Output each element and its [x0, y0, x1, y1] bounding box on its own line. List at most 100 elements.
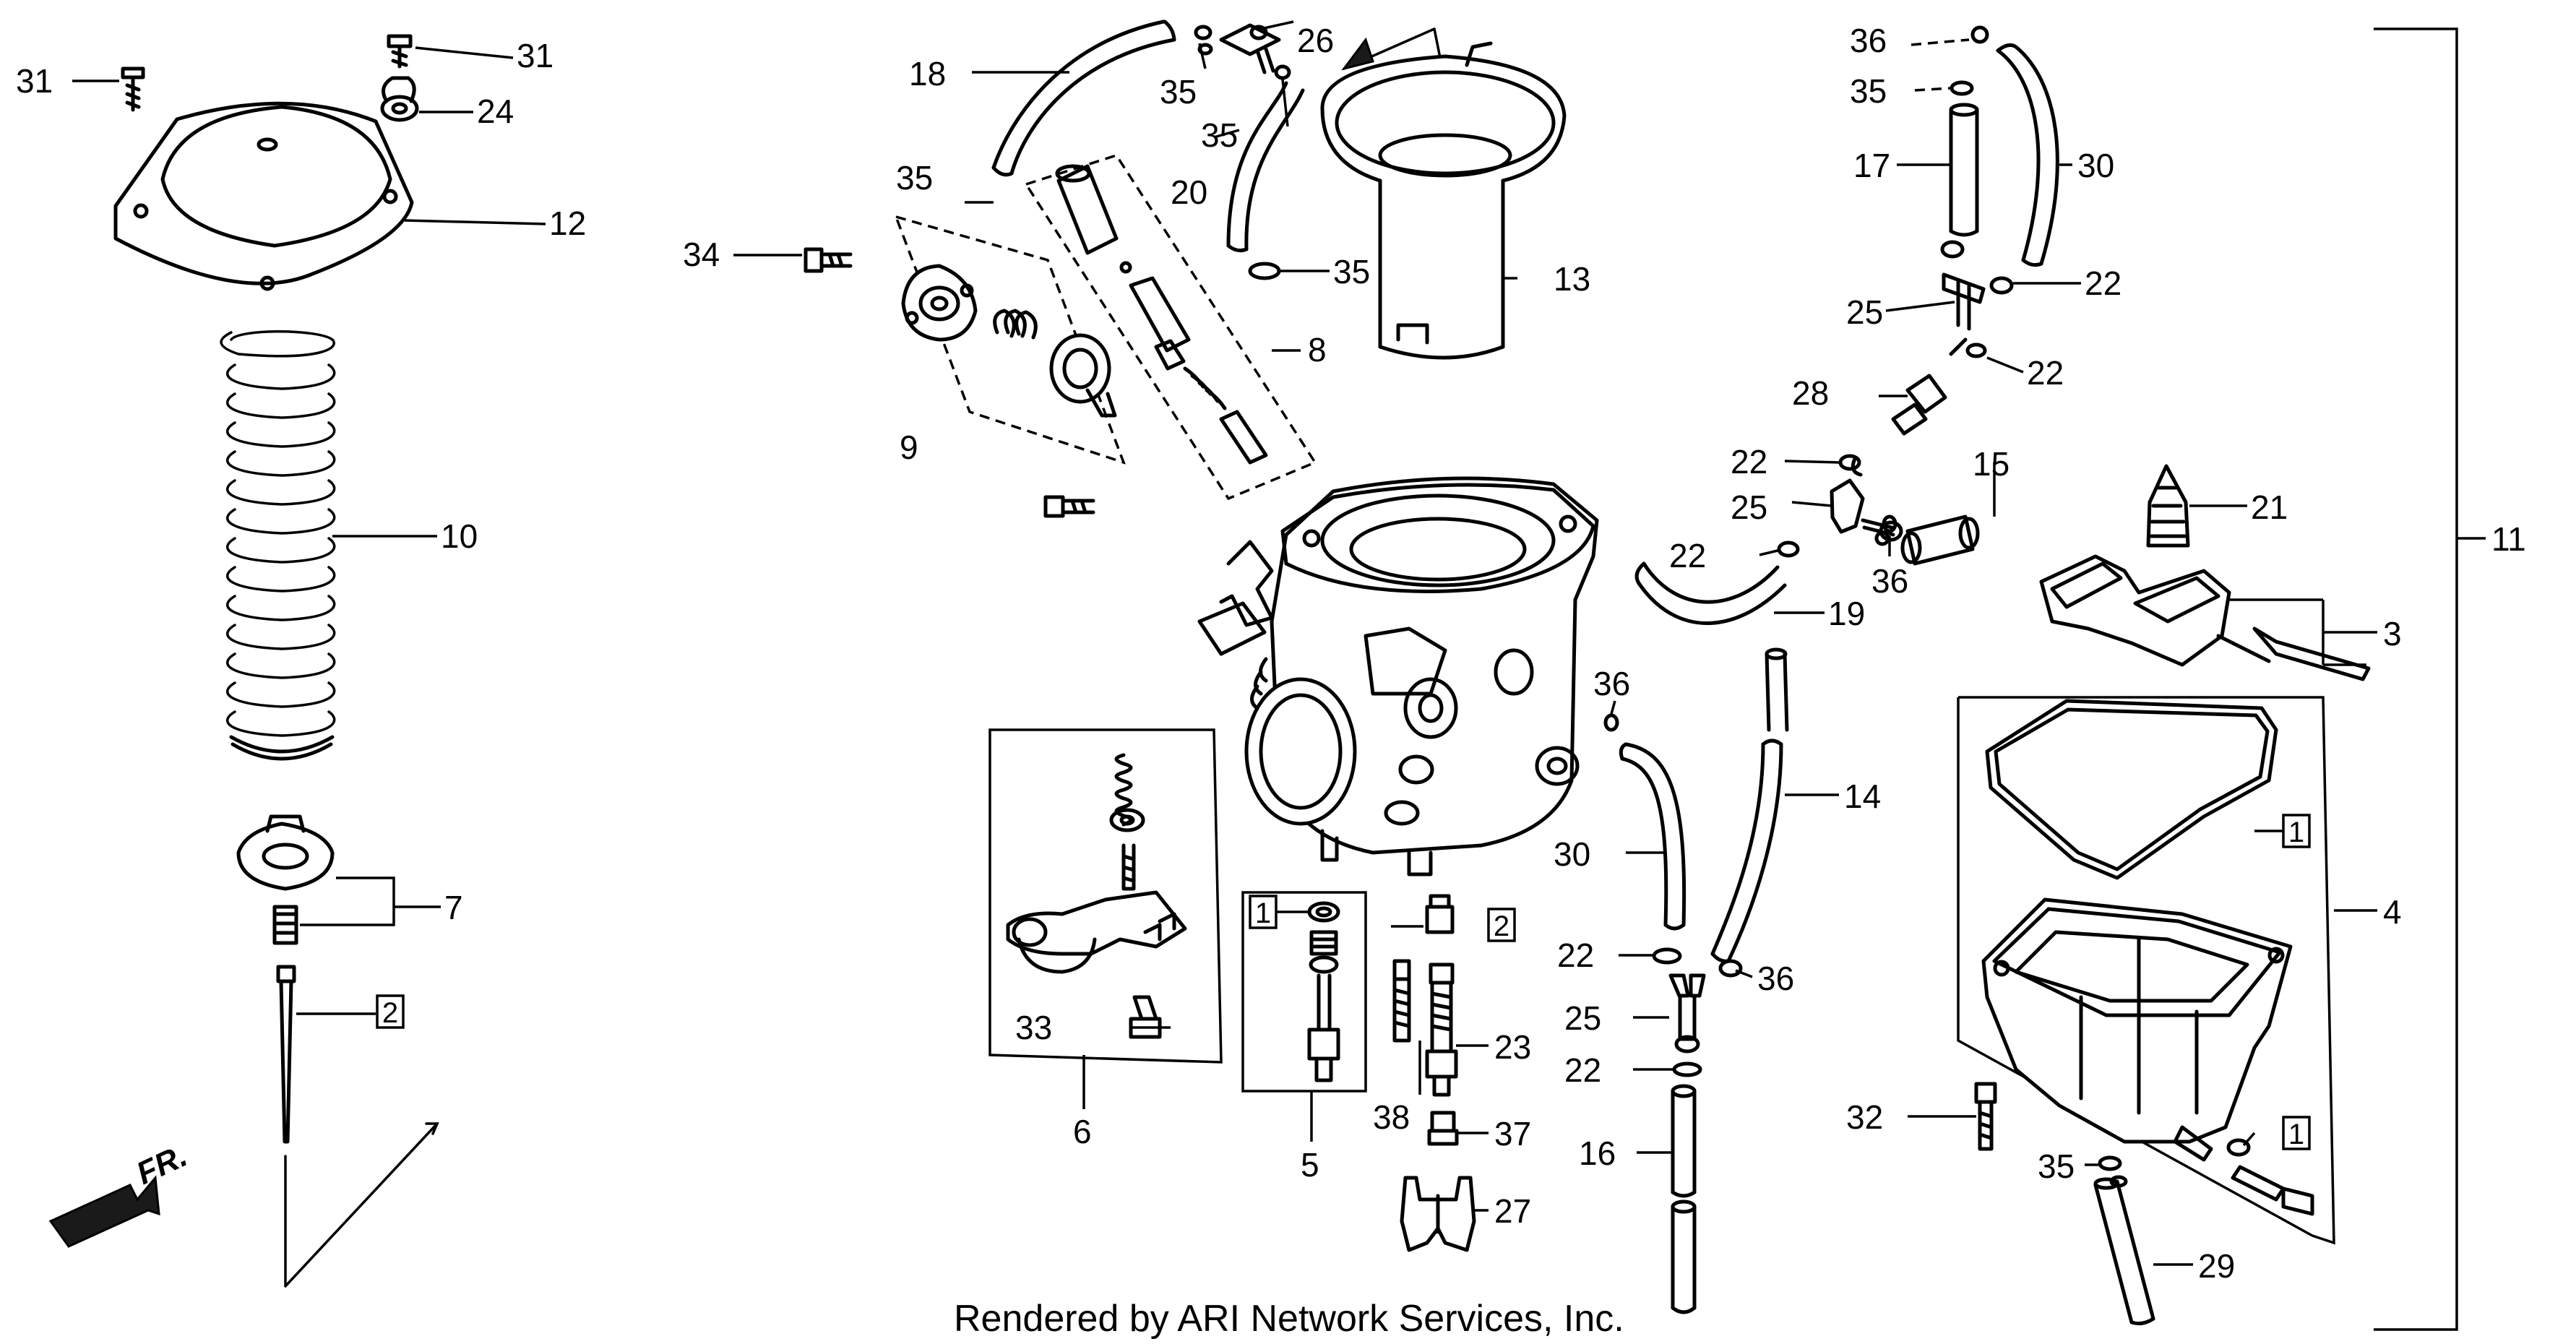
callout-18: 18	[909, 55, 946, 92]
joint-15	[1900, 514, 1980, 566]
callout-15: 15	[1973, 445, 2009, 483]
boxed-ref-1-jet: 1	[1249, 895, 1278, 929]
callout-14: 14	[1844, 777, 1881, 815]
callout-22: 22	[1557, 936, 1594, 974]
callout-22: 22	[2085, 264, 2121, 302]
callout-35: 35	[1333, 253, 1370, 290]
callout-36: 36	[1757, 960, 1794, 997]
group-5-frame	[1241, 891, 1367, 1093]
reference-axis-left	[284, 1122, 439, 1288]
callout-9: 9	[900, 428, 918, 466]
hose-30-lower	[1619, 742, 1687, 931]
small-parts-right-stack	[1777, 240, 2014, 558]
callout-6: 6	[1073, 1113, 1092, 1150]
callout-25: 25	[1846, 293, 1883, 331]
front-direction-arrow-icon	[48, 1175, 160, 1248]
svg-text:1: 1	[2288, 1119, 2304, 1150]
credit-line: Rendered by ARI Network Services, Inc.	[954, 1298, 1624, 1340]
top-cover-12	[113, 101, 414, 291]
callout-22: 22	[1731, 443, 1767, 481]
callout-7: 7	[444, 889, 463, 926]
pump-spring	[993, 309, 1038, 340]
leader-lines	[72, 20, 2486, 1266]
group-11-bracket	[2374, 27, 2458, 1331]
screw-31-left	[121, 66, 145, 112]
screw-33	[1129, 995, 1162, 1039]
clip-36-mid	[1882, 514, 1897, 533]
callout-25: 25	[1731, 488, 1767, 526]
callout-4: 4	[2383, 893, 2402, 931]
clip-35-top	[1194, 25, 1213, 56]
float-bowl-4	[1981, 897, 2293, 1162]
callout-21: 21	[2251, 488, 2288, 526]
callout-19: 19	[1828, 595, 1865, 632]
clip-36-top	[1970, 25, 1989, 44]
callout-26: 26	[1297, 22, 1334, 59]
holder-24	[380, 76, 419, 122]
screw-pump-lower	[1043, 495, 1095, 518]
boxed-ref-2-left: 2	[376, 994, 405, 1029]
callout-37: 37	[1494, 1115, 1531, 1153]
callout-23: 23	[1494, 1028, 1531, 1066]
joint-26	[1219, 23, 1281, 74]
callout-38: 38	[1373, 1098, 1410, 1136]
svg-text:1: 1	[2288, 817, 2304, 848]
carburetor-body	[1197, 476, 1599, 876]
callout-labels: 31 31 24 12 10 7 34 35 9 18 35 26 35 20 …	[16, 22, 2526, 1285]
callout-11: 11	[2491, 520, 2526, 558]
callout-22: 22	[1564, 1051, 1601, 1089]
callout-27: 27	[1494, 1192, 1531, 1230]
callout-24: 24	[477, 92, 514, 130]
float-pin	[2252, 626, 2371, 681]
callout-28: 28	[1792, 374, 1829, 412]
screw-32	[1974, 1082, 1997, 1151]
float-3	[2039, 554, 2271, 667]
pump-cover-9	[901, 264, 978, 342]
callout-25: 25	[1564, 999, 1601, 1037]
callout-35: 35	[1850, 72, 1887, 110]
jet-needle	[276, 965, 296, 1144]
callout-34: 34	[683, 236, 720, 273]
jet-38	[1392, 959, 1411, 1043]
callout-5: 5	[1301, 1146, 1319, 1184]
drain-screw	[2226, 1138, 2314, 1216]
tube-16	[1671, 1084, 1697, 1314]
callout-22: 22	[2027, 354, 2064, 392]
clip-35-second	[1274, 64, 1291, 80]
callout-36: 36	[1871, 562, 1908, 600]
clip-35-right	[1950, 80, 1974, 96]
cutoff-valve-8	[1055, 164, 1268, 465]
pump-diaphragm	[1049, 333, 1117, 418]
callout-32: 32	[1846, 1098, 1883, 1136]
hose-20	[1226, 81, 1305, 253]
throttle-spring-6	[1109, 753, 1145, 891]
clip-36-lower	[1603, 713, 1619, 732]
callout-30: 30	[1554, 835, 1590, 873]
hose-30-top	[1996, 43, 2059, 267]
throttle-lever-6	[1006, 890, 1187, 974]
needle-holder-7	[236, 814, 335, 945]
screw-31-right	[387, 34, 413, 69]
hose-18	[991, 20, 1176, 177]
front-direction-label: FR.	[132, 1138, 193, 1192]
callout-30: 30	[2077, 147, 2114, 184]
screw-34	[804, 247, 853, 273]
group-9-frame	[894, 215, 1126, 465]
boxed-ref-2-center: 2	[1487, 908, 1516, 942]
callout-10: 10	[441, 517, 478, 555]
callout-20: 20	[1171, 173, 1207, 211]
jet-37	[1427, 1111, 1459, 1146]
svg-text:2: 2	[382, 997, 398, 1029]
boxed-ref-1-gasket: 1	[2282, 814, 2311, 848]
gasket-4	[1985, 699, 2278, 880]
group-6-frame	[988, 728, 1223, 1064]
tube-17	[1949, 103, 1979, 237]
callout-35: 35	[2038, 1147, 2075, 1185]
svg-text:2: 2	[1494, 910, 1509, 942]
main-jet-holder-top	[1425, 894, 1455, 934]
callout-31: 31	[517, 37, 553, 74]
callout-17: 17	[1853, 147, 1890, 184]
vacuum-diaphragm-13	[1320, 41, 1567, 360]
tube-14	[1710, 647, 1789, 963]
